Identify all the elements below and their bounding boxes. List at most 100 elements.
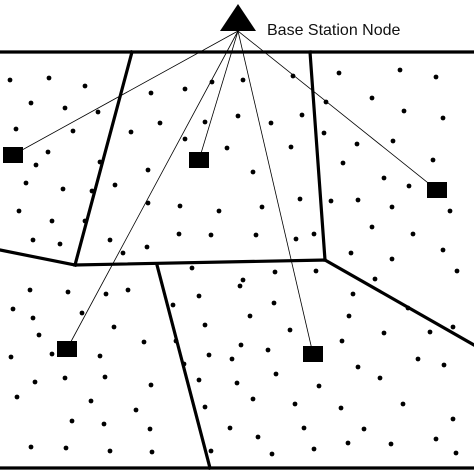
- sensor-node-dot-icon: [372, 276, 378, 282]
- sensor-node-dot-icon: [112, 182, 118, 188]
- sensor-node-dot-icon: [227, 425, 233, 431]
- sensor-node-dot-icon: [7, 77, 13, 83]
- sensor-node-dot-icon: [355, 364, 361, 370]
- sensor-node-dot-icon: [268, 120, 274, 126]
- cluster-head-square-icon: [3, 147, 23, 163]
- sensor-node-dot-icon: [14, 394, 20, 400]
- sensor-node-dot-icon: [16, 208, 22, 214]
- sensor-node-dot-icon: [181, 361, 187, 367]
- sensor-node-dot-icon: [176, 231, 182, 237]
- cluster-head-square-icon: [57, 341, 77, 357]
- sensor-node-dot-icon: [328, 198, 334, 204]
- sensor-node-dot-icon: [111, 324, 117, 330]
- sensor-node-dot-icon: [361, 426, 367, 432]
- sensor-node-dot-icon: [120, 250, 126, 256]
- cluster-boundary-line: [155, 263, 212, 470]
- sensor-node-dot-icon: [265, 347, 271, 353]
- sensor-node-dot-icon: [62, 105, 68, 111]
- sensor-node-dot-icon: [202, 404, 208, 410]
- sensor-node-dot-icon: [338, 405, 344, 411]
- sensor-node-dot-icon: [97, 159, 103, 165]
- sensor-node-dot-icon: [450, 324, 456, 330]
- sensor-node-dot-icon: [107, 237, 113, 243]
- uplink-line: [237, 30, 438, 191]
- sensor-node-dot-icon: [447, 208, 453, 214]
- sensor-node-dot-icon: [170, 302, 176, 308]
- sensor-node-dot-icon: [293, 236, 299, 242]
- sensor-node-dot-icon: [23, 180, 29, 186]
- sensor-node-dot-icon: [316, 383, 322, 389]
- sensor-node-dot-icon: [377, 375, 383, 381]
- sensor-node-dot-icon: [240, 77, 246, 83]
- sensor-node-dot-icon: [202, 322, 208, 328]
- uplink-line: [12, 30, 239, 156]
- sensor-node-dot-icon: [216, 208, 222, 214]
- sensor-node-dot-icon: [28, 100, 34, 106]
- cluster-head-links: [12, 30, 438, 355]
- sensor-node-dot-icon: [234, 380, 240, 386]
- sensor-node-dot-icon: [208, 232, 214, 238]
- sensor-node-dot-icon: [103, 291, 109, 297]
- cluster-boundary-line: [73, 258, 327, 267]
- sensor-node-dot-icon: [401, 108, 407, 114]
- sensor-node-dot-icon: [397, 67, 403, 73]
- sensor-node-dot-icon: [196, 293, 202, 299]
- sensor-node-dot-icon: [202, 119, 208, 125]
- sensor-node-dot-icon: [148, 90, 154, 96]
- sensor-node-dot-icon: [237, 283, 243, 289]
- sensor-node-dot-icon: [271, 300, 277, 306]
- sensor-node-dot-icon: [381, 330, 387, 336]
- sensor-node-dot-icon: [255, 434, 261, 440]
- sensor-node-dot-icon: [389, 204, 395, 210]
- sensor-node-dot-icon: [49, 351, 55, 357]
- sensor-node-dot-icon: [63, 445, 69, 451]
- sensor-node-dot-icon: [288, 144, 294, 150]
- sensor-node-dot-icon: [336, 70, 342, 76]
- sensor-node-dot-icon: [369, 224, 375, 230]
- sensor-node-dot-icon: [406, 183, 412, 189]
- sensor-node-dot-icon: [354, 141, 360, 147]
- sensor-node-dot-icon: [45, 149, 51, 155]
- sensor-node-dot-icon: [355, 197, 361, 203]
- sensor-node-dot-icon: [107, 448, 113, 454]
- cluster-boundary-line: [73, 50, 134, 267]
- sensor-node-dot-icon: [253, 232, 259, 238]
- sensor-node-dot-icon: [209, 79, 215, 85]
- sensor-node-dot-icon: [33, 162, 39, 168]
- sensor-node-dot-icon: [450, 416, 456, 422]
- sensor-node-dot-icon: [388, 441, 394, 447]
- sensor-node-dot-icon: [101, 421, 107, 427]
- sensor-node-dot-icon: [346, 313, 352, 319]
- sensor-node-dot-icon: [229, 356, 235, 362]
- sensor-node-dot-icon: [157, 120, 163, 126]
- sensor-node-dot-icon: [57, 241, 63, 247]
- sensor-node-dot-icon: [173, 338, 179, 344]
- base-station-label: Base Station Node: [267, 22, 401, 39]
- sensor-node-dot-icon: [208, 448, 214, 454]
- sensor-node-dot-icon: [415, 356, 421, 362]
- uplink-line: [237, 30, 314, 355]
- sensor-node-dot-icon: [10, 306, 16, 312]
- sensor-node-dot-icon: [196, 377, 202, 383]
- sensor-node-dot-icon: [247, 313, 253, 319]
- sensor-node-dot-icon: [206, 352, 212, 358]
- sensor-node-dot-icon: [125, 287, 131, 293]
- sensor-node-dot-icon: [250, 169, 256, 175]
- sensor-node-dot-icon: [381, 175, 387, 181]
- sensor-node-dot-icon: [290, 73, 296, 79]
- sensor-node-dot-icon: [69, 418, 75, 424]
- sensor-node-dot-icon: [238, 342, 244, 348]
- sensor-node-dot-icon: [323, 99, 329, 105]
- sensor-node-dot-icon: [340, 160, 346, 166]
- sensor-node-dot-icon: [269, 451, 275, 457]
- cluster-heads: [3, 147, 447, 362]
- sensor-node-dot-icon: [287, 327, 293, 333]
- sensor-node-dot-icon: [440, 115, 446, 121]
- sensor-node-dot-icon: [88, 398, 94, 404]
- sensor-node-dot-icon: [272, 269, 278, 275]
- sensor-node-dot-icon: [427, 329, 433, 335]
- sensor-node-dot-icon: [259, 204, 265, 210]
- base-station-triangle-icon: [220, 4, 256, 31]
- sensor-node-dot-icon: [62, 375, 68, 381]
